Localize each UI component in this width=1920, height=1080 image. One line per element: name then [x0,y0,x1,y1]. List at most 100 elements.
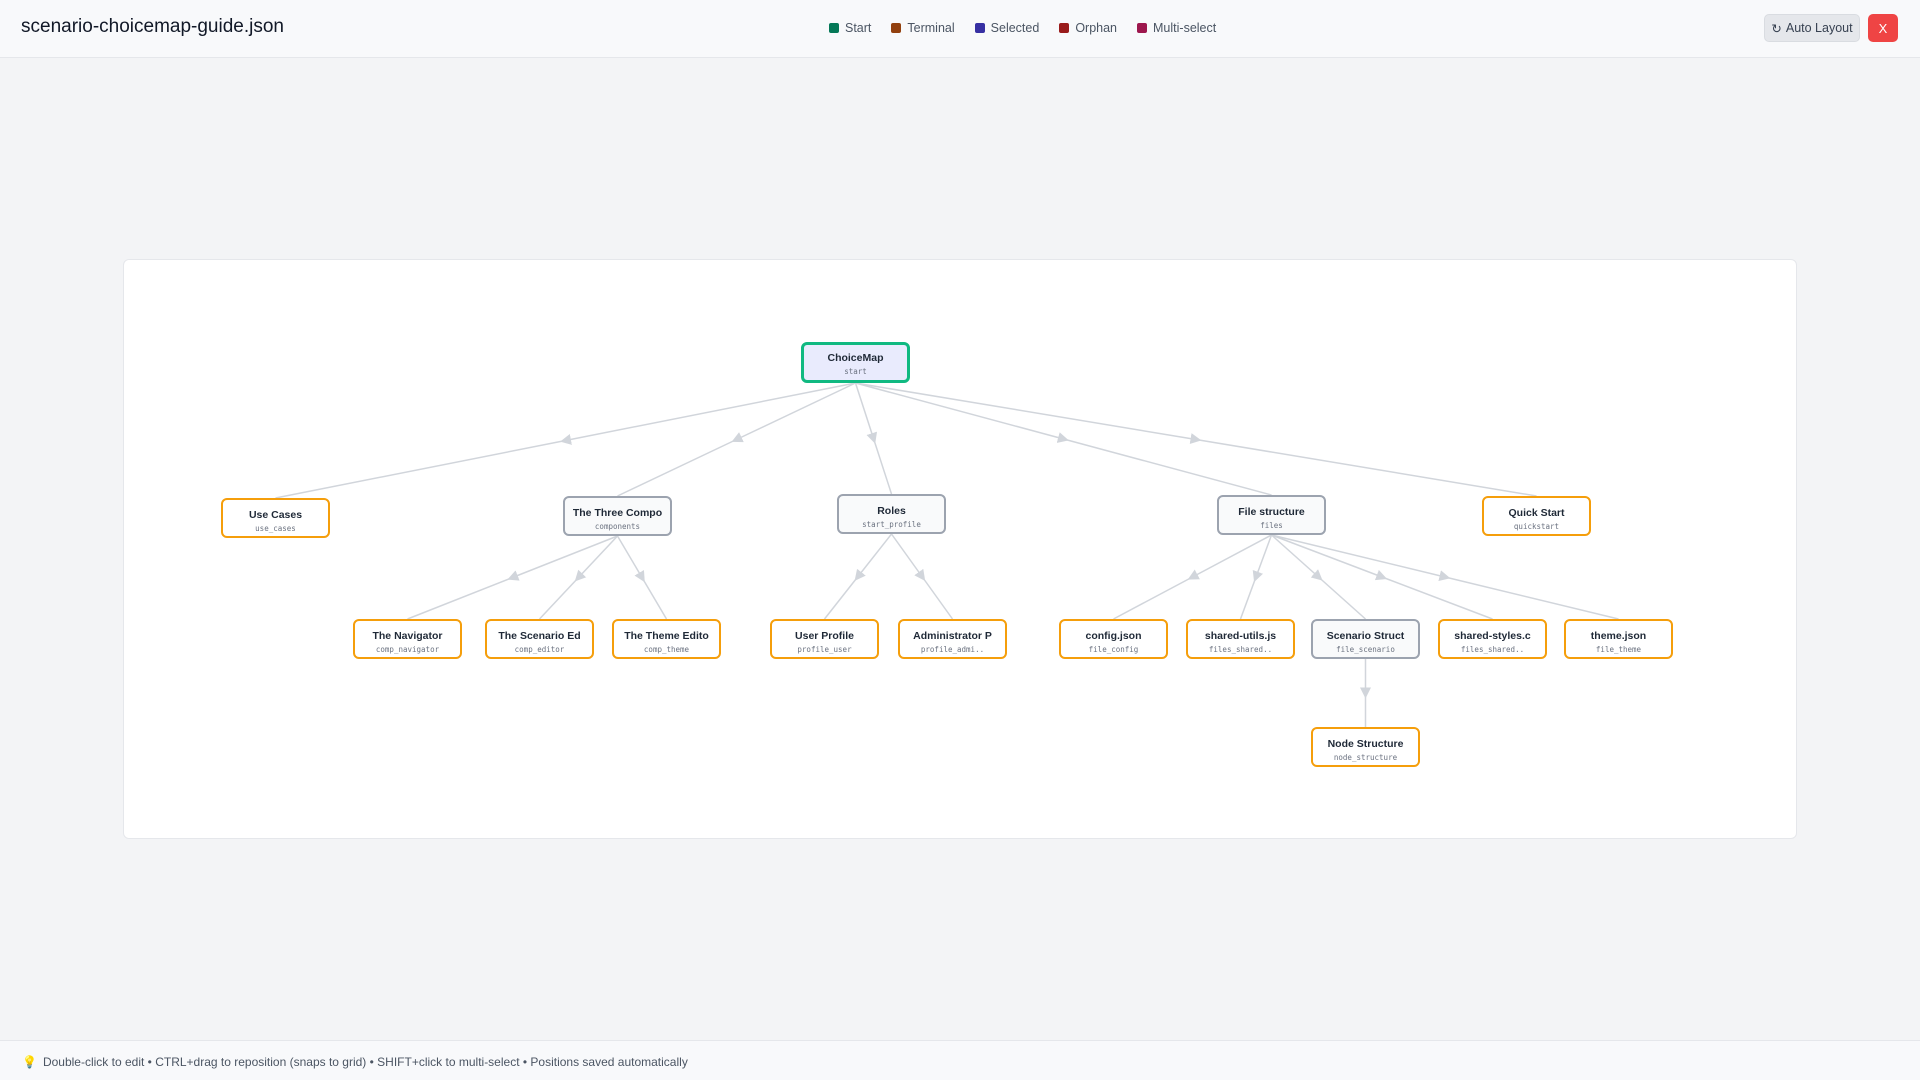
edge-files-to-file_scenario [1271,534,1323,581]
node-label: The Scenario Ed [498,630,581,642]
node-id: comp_editor [514,645,565,654]
legend-label-multi-select: Multi-select [1153,21,1217,35]
node-label: File structure [1238,506,1305,518]
graph-node-node-structure[interactable]: Node Structure node_structure [1311,727,1420,767]
edges-layer [275,382,1619,727]
edge-tail-files-to-file_config [1113,576,1193,620]
edge-files-to-files_shared_styles [1271,534,1388,581]
node-label: shared-styles.c [1454,630,1531,642]
edge-tail-roles-to-profile_admin [921,576,954,620]
graph-node-comp-editor[interactable]: The Scenario Ed comp_editor [485,619,594,659]
edge-tail-files-to-file_scenario [1318,576,1366,620]
node-label: Use Cases [248,509,303,521]
node-id: files [1260,521,1283,530]
edge-files-to-files_shared_utils [1252,534,1273,583]
node-id: files_shared.. [1460,645,1525,654]
edge-tail-components-to-comp_editor [538,576,580,620]
graph-node-quickstart[interactable]: Quick Start quickstart [1482,496,1591,536]
edge-start-to-roles [854,382,878,444]
lightbulb-icon: 💡 [22,1055,37,1069]
node-id: profile_admi.. [920,645,985,654]
edge-tail-roles-to-profile_user [823,576,859,620]
auto-layout-button[interactable]: ↻ Auto Layout [1764,14,1860,42]
node-id: components [594,522,641,531]
edge-tail-files-to-files_shared_utils [1239,576,1257,620]
node-label: The Navigator [372,630,443,642]
edge-tail-start-to-quickstart [1195,438,1537,497]
legend: Start Terminal Selected Orphan Multi-sel… [829,21,1216,35]
node-label: The Theme Edito [624,630,709,642]
node-id: profile_user [797,645,852,654]
graph-node-comp-theme[interactable]: The Theme Edito comp_theme [612,619,721,659]
graph-node-file-theme[interactable]: theme.json file_theme [1564,619,1673,659]
legend-label-start: Start [845,21,872,35]
node-label: Administrator P [913,630,992,642]
node-id: files_shared.. [1208,645,1273,654]
edge-tail-start-to-use_cases [275,439,566,499]
edge-tail-start-to-roles [872,438,893,495]
node-label: shared-utils.js [1204,630,1277,642]
edge-roles-to-profile_user [854,533,893,581]
node-label: User Profile [795,630,854,642]
node-label: Node Structure [1327,738,1404,750]
legend-label-selected: Selected [990,21,1040,35]
refresh-icon: ↻ [1771,21,1782,36]
graph-node-profile-user[interactable]: User Profile profile_user [770,619,879,659]
graph-node-files[interactable]: File structure files [1217,495,1326,535]
node-id: start_profile [862,520,921,529]
legend-swatch-orphan [1059,23,1070,33]
legend-label-terminal: Terminal [907,21,955,35]
graph-node-file-config[interactable]: config.json file_config [1059,619,1168,659]
graph-node-use-cases[interactable]: Use Cases use_cases [221,498,330,538]
edge-tail-components-to-comp_navigator [407,576,513,620]
status-bar: 💡 Double-click to edit • CTRL+drag to re… [0,1040,1920,1080]
edge-files-to-file_config [1187,534,1272,580]
node-id: node_structure [1333,753,1398,762]
node-label: Quick Start [1508,507,1565,519]
legend-item-orphan: Orphan [1059,21,1117,35]
legend-item-selected: Selected [974,21,1040,35]
edge-start-to-components [731,382,856,443]
graph-node-files-shared-styles[interactable]: shared-styles.c files_shared.. [1438,619,1547,659]
top-bar: scenario-choicemap-guide.json Start Term… [0,0,1920,58]
legend-swatch-selected [974,23,985,33]
edge-start-to-files [855,382,1069,443]
legend-swatch-start [829,23,839,33]
graph-node-components[interactable]: The Three Compo components [563,496,672,536]
node-id: comp_navigator [375,645,440,654]
legend-item-multi-select: Multi-select [1137,21,1216,35]
edge-components-to-comp_editor [574,535,619,582]
edge-roles-to-profile_admin [890,533,926,581]
edge-files-to-file_theme [1271,534,1451,582]
node-id: file_scenario [1336,645,1395,654]
legend-swatch-terminal [891,23,902,33]
node-label: config.json [1085,630,1142,642]
node-label: Roles [877,505,906,517]
edge-tail-files-to-file_theme [1444,576,1619,620]
close-button[interactable]: X [1868,14,1898,42]
legend-swatch-multi-select [1137,23,1148,33]
edge-start-to-quickstart [855,382,1202,445]
node-id: quickstart [1513,522,1560,531]
graph-node-comp-navigator[interactable]: The Navigator comp_navigator [353,619,462,659]
graph-node-roles[interactable]: Roles start_profile [837,494,946,534]
node-id: use_cases [255,524,296,533]
legend-label-orphan: Orphan [1075,21,1118,35]
edge-components-to-comp_theme [616,535,645,583]
auto-layout-label: Auto Layout [1785,21,1853,35]
edge-tail-components-to-comp_theme [641,577,668,620]
legend-item-start: Start [829,21,871,35]
graph-node-files-shared-utils[interactable]: shared-utils.js files_shared.. [1186,619,1295,659]
node-id: comp_theme [643,645,690,654]
node-label: The Three Compo [572,507,663,519]
node-label: theme.json [1590,630,1647,642]
graph-node-start[interactable]: ChoiceMap start [801,342,910,383]
edge-components-to-comp_navigator [507,535,618,581]
graph-node-profile-admin[interactable]: Administrator P profile_admi.. [898,619,1007,659]
edge-tail-start-to-components [617,438,737,497]
edge-start-to-use_cases [560,382,856,445]
node-label: ChoiceMap [827,352,884,364]
file-title: scenario-choicemap-guide.json [21,16,284,37]
graph-node-file-scenario[interactable]: Scenario Struct file_scenario [1311,619,1420,659]
graph-canvas[interactable]: ChoiceMap start Use Cases use_cases The … [123,259,1797,839]
